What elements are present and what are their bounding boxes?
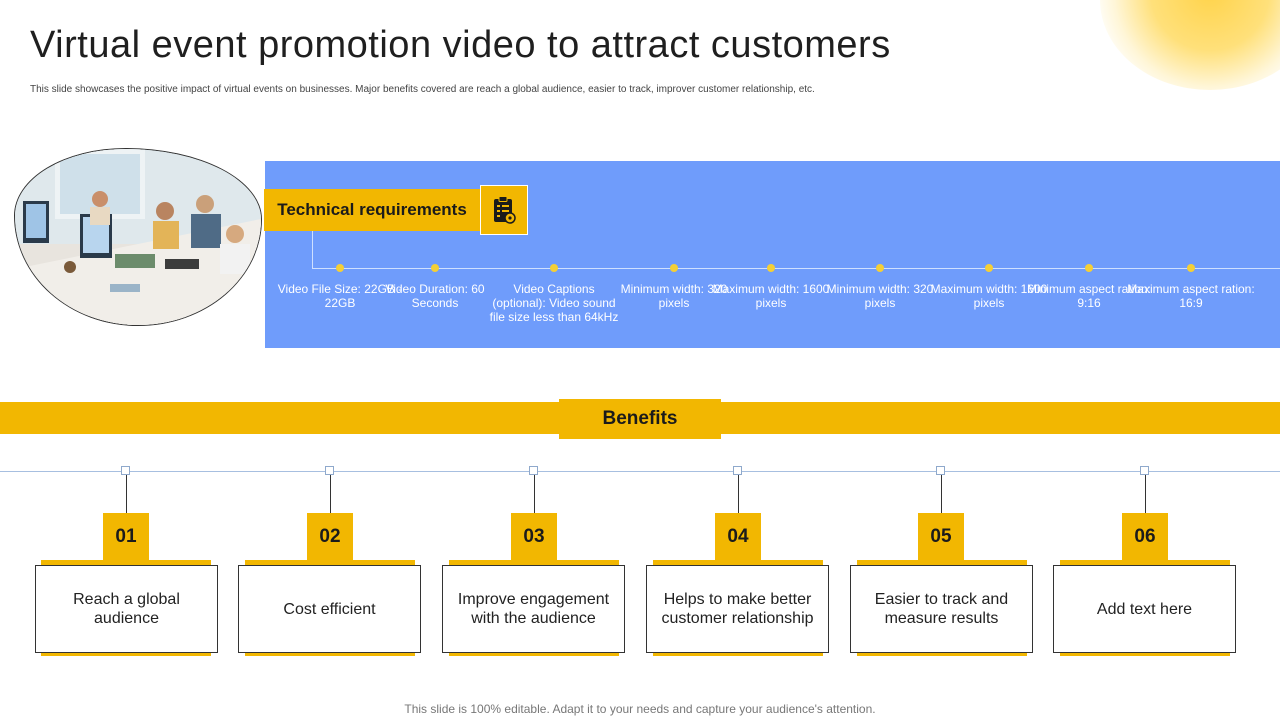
timeline-dot [876, 264, 884, 272]
benefit-text: Cost efficient [283, 600, 376, 618]
timeline-stem [738, 475, 739, 513]
requirement-item: Maximum aspect ration: 16:9 [1127, 282, 1255, 310]
page-title: Virtual event promotion video to attract… [30, 24, 891, 66]
clipboard-icon [480, 185, 528, 235]
technical-requirements-header: Technical requirements [264, 189, 480, 231]
photo-illustration [15, 149, 261, 325]
timeline-stem [330, 475, 331, 513]
benefit-card: Cost efficient [238, 565, 421, 653]
benefit-number: 01 [103, 513, 149, 560]
timeline-node [529, 466, 538, 475]
requirement-item: Minimum width: 320 pixels [826, 282, 934, 310]
requirement-item: Minimum aspect ration: 9:16 [1026, 282, 1152, 310]
footer-note: This slide is 100% editable. Adapt it to… [404, 702, 876, 716]
benefit-card: Easier to track and measure results [850, 565, 1033, 653]
photo-frame [14, 148, 262, 326]
benefit-text: Improve engagement with the audience [457, 591, 610, 627]
requirement-item: Minimum width: 320 pixels [620, 282, 728, 310]
timeline-stem [1145, 475, 1146, 513]
office-team-photo [10, 132, 262, 328]
benefit-text: Helps to make better customer relationsh… [661, 591, 814, 627]
requirement-item: Video File Size: 22GB - 22GB [277, 282, 403, 310]
timeline-dot [985, 264, 993, 272]
requirements-timeline [312, 268, 1280, 269]
benefit-number: 06 [1122, 513, 1168, 560]
timeline-dot [1085, 264, 1093, 272]
benefit-text: Add text here [1096, 600, 1193, 618]
requirement-item: Video Captions (optional): Video sound f… [489, 282, 619, 324]
timeline-stem [534, 475, 535, 513]
benefit-number: 02 [307, 513, 353, 560]
benefits-header: Benefits [559, 398, 721, 440]
clipboard-icon-graphic [494, 196, 516, 224]
timeline-node [325, 466, 334, 475]
timeline-node [936, 466, 945, 475]
timeline-stem [126, 475, 127, 513]
requirement-item: Maximum width: 1600 pixels [930, 282, 1048, 310]
requirement-item: Video Duration: 60 Seconds [385, 282, 485, 310]
benefits-timeline [0, 471, 1280, 472]
timeline-dot [767, 264, 775, 272]
requirement-item: Maximum width: 1600 pixels [712, 282, 830, 310]
benefits-title: Benefits [602, 408, 678, 429]
timeline-node [121, 466, 130, 475]
corner-decoration [1100, 0, 1280, 90]
page-subtitle: This slide showcases the positive impact… [30, 84, 815, 95]
benefit-card: Reach a global audience [35, 565, 218, 653]
timeline-node [733, 466, 742, 475]
timeline-connector [312, 231, 313, 268]
timeline-dot [670, 264, 678, 272]
benefit-card: Improve engagement with the audience [442, 565, 625, 653]
benefit-number: 03 [511, 513, 557, 560]
benefit-number: 04 [715, 513, 761, 560]
timeline-stem [941, 475, 942, 513]
timeline-dot [431, 264, 439, 272]
benefit-text: Easier to track and measure results [874, 591, 1009, 627]
timeline-dot [550, 264, 558, 272]
benefit-card: Helps to make better customer relationsh… [646, 565, 829, 653]
benefit-number: 05 [918, 513, 964, 560]
timeline-dot [336, 264, 344, 272]
timeline-node [1140, 466, 1149, 475]
timeline-dot [1187, 264, 1195, 272]
benefit-text: Reach a global audience [73, 591, 180, 627]
technical-requirements-title: Technical requirements [277, 200, 467, 219]
benefit-card: Add text here [1053, 565, 1236, 653]
